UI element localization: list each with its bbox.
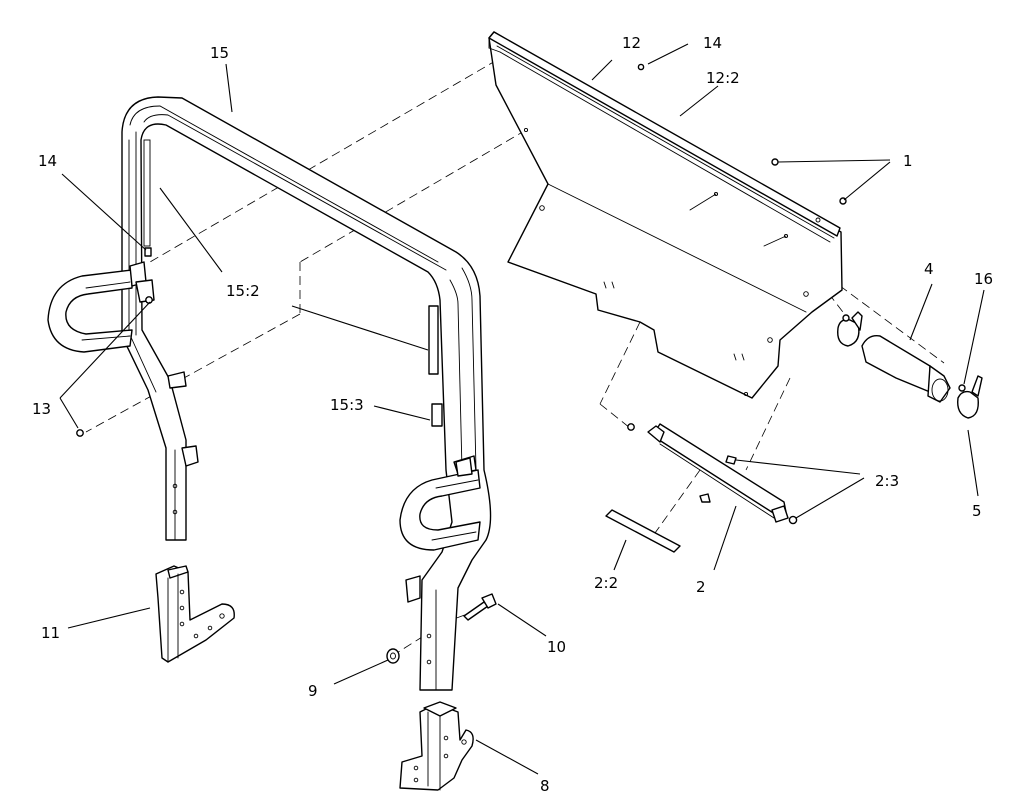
right-grab-handle (399, 457, 481, 551)
callout-15-3: 15:3 (330, 396, 364, 414)
callout-9: 11 (41, 624, 60, 642)
rollbar-hardware (76, 247, 153, 437)
callout-12: 12 (622, 34, 641, 52)
callout-15-2: 15:2 (226, 282, 260, 300)
callout-11: 10 (547, 638, 566, 656)
nut-13b (76, 429, 84, 437)
callout-labels: 12 14 12:2 1 15 14 15:2 13 15:3 4 16 2:3… (32, 34, 993, 795)
callout-2-3: 2:3 (875, 472, 899, 490)
nut-1a (771, 158, 779, 166)
callout-4: 4 (924, 260, 934, 278)
washer-10 (386, 648, 400, 664)
top-panel (488, 31, 843, 399)
callout-8: 8 (540, 777, 550, 795)
base-bracket-8 (399, 701, 474, 791)
bolt-11 (463, 593, 497, 621)
callout-5: 5 (972, 502, 982, 520)
clamp-5 (957, 375, 983, 419)
decal-15-3 (431, 403, 443, 427)
screw-14-left (144, 247, 152, 257)
callout-12-2: 12:2 (706, 69, 740, 87)
left-grab-handle (47, 261, 155, 353)
decal-15-2 (428, 305, 439, 375)
leader-lines (59, 43, 985, 775)
light-tube-2-2 (605, 509, 681, 553)
nut-13a (145, 296, 153, 304)
housing-4 (861, 335, 951, 403)
callout-2-2: 2:2 (594, 574, 618, 592)
clamp-16-left (837, 311, 863, 347)
callout-14-left: 14 (38, 152, 57, 170)
roll-bar (121, 96, 492, 691)
screw-14-top (637, 63, 645, 71)
callout-2: 2 (696, 578, 706, 596)
callout-15: 15 (210, 44, 229, 62)
callout-14-top: 14 (703, 34, 722, 52)
callout-1: 1 (903, 152, 913, 170)
panel-hardware (637, 63, 847, 205)
base-bracket-9 (155, 565, 235, 663)
callout-16: 16 (974, 270, 993, 288)
callout-13: 13 (32, 400, 51, 418)
callout-10: 9 (308, 682, 318, 700)
light-bar-assembly (627, 423, 798, 525)
